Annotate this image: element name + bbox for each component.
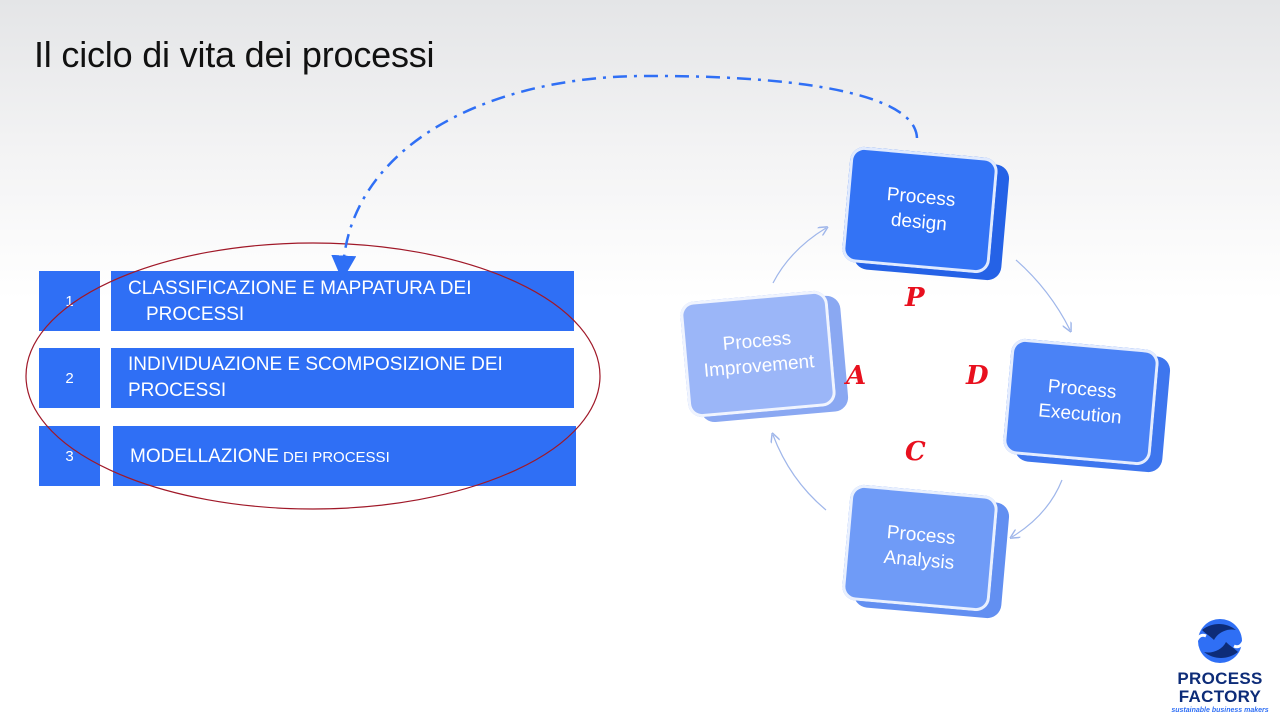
cycle-arrow-design-execution [1015, 259, 1070, 330]
logo-line-2: FACTORY [1178, 687, 1262, 706]
row-small-text: DEI PROCESSI [278, 449, 390, 466]
cycle-arrow-execution-analysis [1012, 479, 1063, 537]
row-number-1: 1 [39, 271, 100, 331]
row-box-1: CLASSIFICAZIONE E MAPPATURA DEI PROCESSI [111, 271, 574, 331]
row-number-text: 3 [65, 447, 74, 465]
highlight-ellipse [25, 242, 601, 510]
process-design-line2: design [890, 209, 948, 236]
globe-hands-icon [1194, 619, 1246, 663]
row-line-2: PROCESSI [146, 304, 245, 325]
process-improvement-box: Process Improvement [679, 289, 850, 424]
process-analysis-box: Process Analysis [841, 483, 1011, 620]
process-design-box: Process design [841, 145, 1011, 282]
process-analysis-line2: Analysis [882, 546, 956, 574]
page-title: Il ciclo di vita dei processi [34, 34, 435, 75]
letter-p: P [905, 283, 925, 313]
row-number-text: 1 [65, 292, 74, 310]
row-main-text: MODELLAZIONE [130, 446, 279, 467]
row-number-3: 3 [39, 426, 100, 486]
row-line-2: PROCESSI [128, 380, 227, 401]
letter-c: C [905, 437, 926, 467]
row-line-1: INDIVIDUAZIONE E SCOMPOSIZIONE DEI [128, 354, 503, 375]
cycle-arrow-analysis-improvement [773, 435, 827, 511]
logo-tagline: sustainable business makers [1171, 707, 1269, 714]
cycle-arrow-improvement-design [772, 228, 826, 284]
logo-line-1: PROCESS [1177, 669, 1263, 688]
process-execution-box: Process Execution [1002, 337, 1172, 474]
process-factory-logo: PROCESS FACTORY sustainable business mak… [1170, 616, 1270, 716]
row-number-text: 2 [65, 369, 74, 387]
dash-dot-arrow [331, 74, 919, 281]
row-line-1: CLASSIFICAZIONE E MAPPATURA DEI [128, 278, 472, 299]
row-box-3: MODELLAZIONE DEI PROCESSI [113, 426, 576, 486]
row-box-2: INDIVIDUAZIONE E SCOMPOSIZIONE DEI PROCE… [111, 348, 574, 408]
row-number-2: 2 [39, 348, 100, 408]
letter-a: A [846, 361, 867, 391]
letter-d: D [966, 361, 989, 391]
